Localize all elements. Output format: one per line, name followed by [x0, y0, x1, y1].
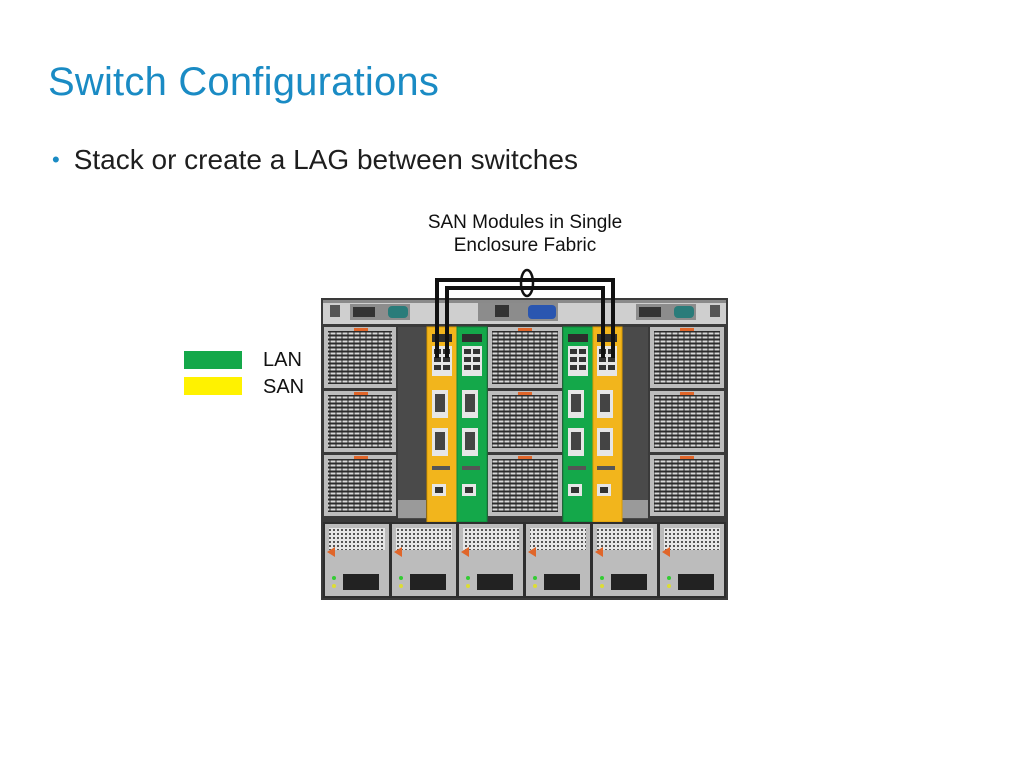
diagram-caption-line-1: SAN Modules in Single: [428, 212, 622, 233]
bullet-item: • Stack or create a LAG between switches: [52, 144, 578, 176]
io-module-san-a1: [426, 326, 458, 523]
legend-swatch-san: [184, 377, 242, 395]
lag-bundle-icon: [519, 268, 535, 298]
legend-swatch-lan: [184, 351, 242, 369]
lag-cables: [435, 278, 615, 358]
legend-label-lan: LAN: [263, 349, 302, 371]
legend-label-san: SAN: [263, 376, 304, 398]
io-module-lan-a2: [456, 326, 488, 523]
io-module-lan-b1: [562, 326, 594, 523]
io-module-san-b2: [592, 326, 623, 523]
slide-title: Switch Configurations: [48, 60, 440, 104]
bullet-dot-icon: •: [52, 147, 60, 172]
fan-modules: [324, 327, 724, 516]
power-supplies: [323, 522, 726, 598]
bullet-text: Stack or create a LAG between switches: [73, 144, 578, 175]
diagram-caption-line-2: Enclosure Fabric: [454, 235, 597, 256]
